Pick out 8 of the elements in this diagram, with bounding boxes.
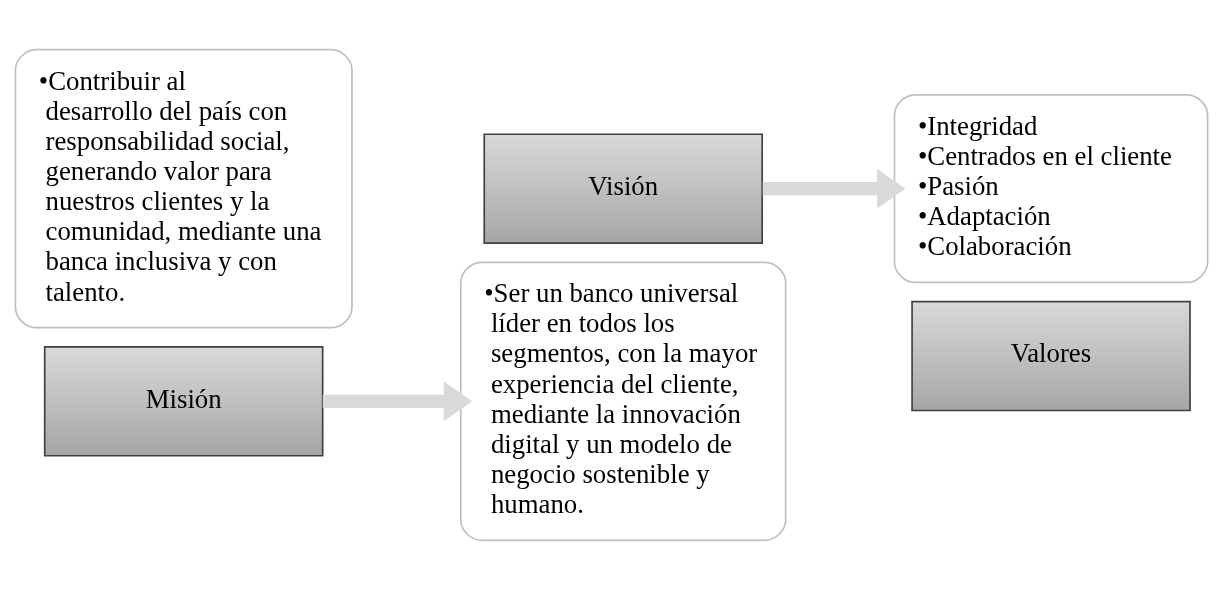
node-box: Valores bbox=[911, 300, 1191, 412]
node-box: Misión bbox=[43, 346, 324, 457]
node-box: •Integridad •Centrados en el cliente •Pasión •Adaptación •Colaboración bbox=[893, 94, 1209, 284]
arrow bbox=[762, 168, 906, 209]
node-box: Visión bbox=[483, 133, 764, 244]
node-box: •Ser un banco universal líder en todos los segmentos, con la mayor experiencia del cliente, mediante la innovación digital y un modelo de negocio sostenible y humano. bbox=[459, 261, 787, 542]
node-box: •Contribuir al desarrollo del país con responsabilidad social, generando valor para nuestros clientes y la comunidad, mediante una banca inclusiva y con talento. bbox=[14, 48, 353, 329]
arrow bbox=[322, 381, 473, 422]
